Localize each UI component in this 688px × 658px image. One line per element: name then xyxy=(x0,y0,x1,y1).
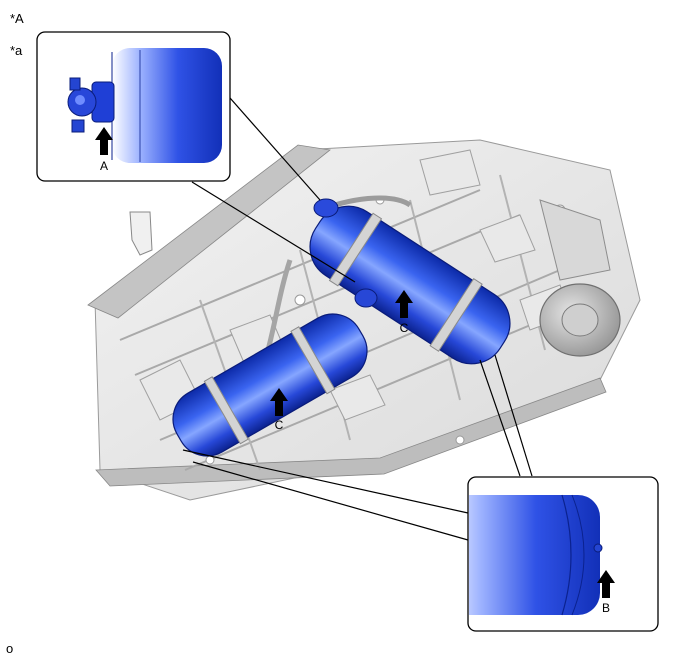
arrow-c-rear-icon xyxy=(395,290,413,318)
arrow-c-front-icon xyxy=(270,388,288,416)
callout-c-front-label: C xyxy=(275,418,284,432)
rear-tank-valve xyxy=(313,198,378,308)
inset-b xyxy=(467,476,659,632)
callout-a-label: A xyxy=(100,159,108,173)
rear-hydrogen-tank xyxy=(309,205,511,365)
vehicle-underbody xyxy=(87,139,641,501)
footer-code: o xyxy=(6,641,14,656)
front-hydrogen-tank xyxy=(172,313,368,457)
arrow-b-icon xyxy=(597,570,615,598)
callout-c-rear-label: C xyxy=(400,321,409,335)
inset-a xyxy=(36,31,231,182)
callout-leader-lines xyxy=(182,72,533,541)
arrow-a-icon xyxy=(95,127,113,155)
star-a-upper-label: *A xyxy=(10,11,24,26)
star-a-lower-label: *a xyxy=(10,43,23,58)
callout-b-label: B xyxy=(602,601,610,615)
